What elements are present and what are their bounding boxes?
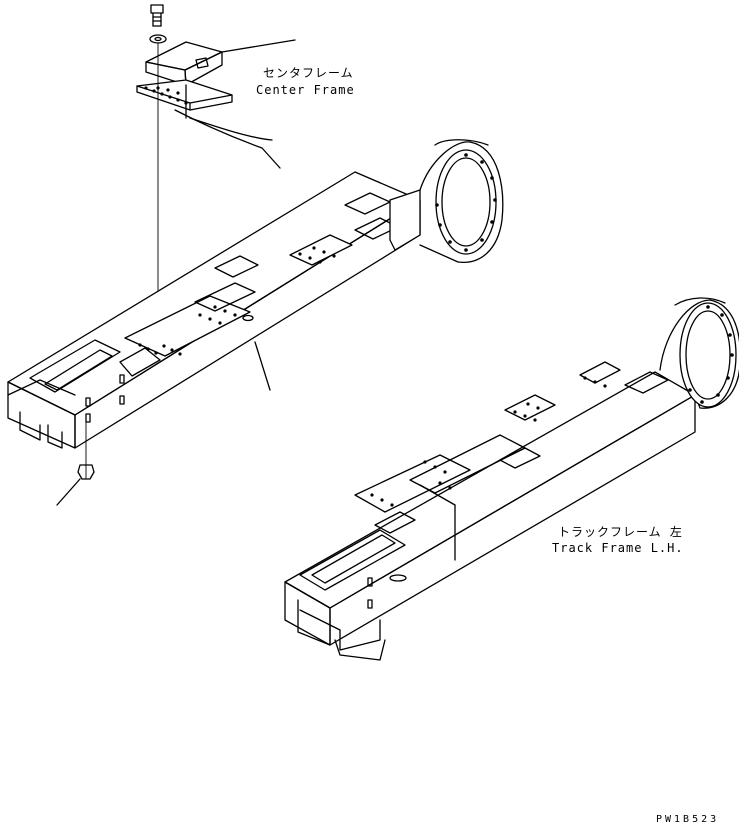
drawing-code: PW1B523 (656, 814, 720, 825)
center-frame-leader (221, 39, 296, 53)
nut-leader (56, 478, 81, 506)
track-frame-label-en: Track Frame L.H. (552, 541, 684, 555)
center-frame (136, 41, 281, 169)
washer (149, 34, 167, 44)
center-frame-label-en: Center Frame (256, 83, 355, 97)
track-frame-label-jp: トラックフレーム 左 (558, 525, 683, 539)
bolt (150, 4, 164, 27)
track-frame-upper (7, 139, 504, 449)
center-frame-label-jp: センタフレーム (263, 66, 354, 80)
track-frame-lh (284, 297, 739, 661)
track-frame-upper-leader (254, 341, 271, 391)
nut (77, 464, 95, 480)
